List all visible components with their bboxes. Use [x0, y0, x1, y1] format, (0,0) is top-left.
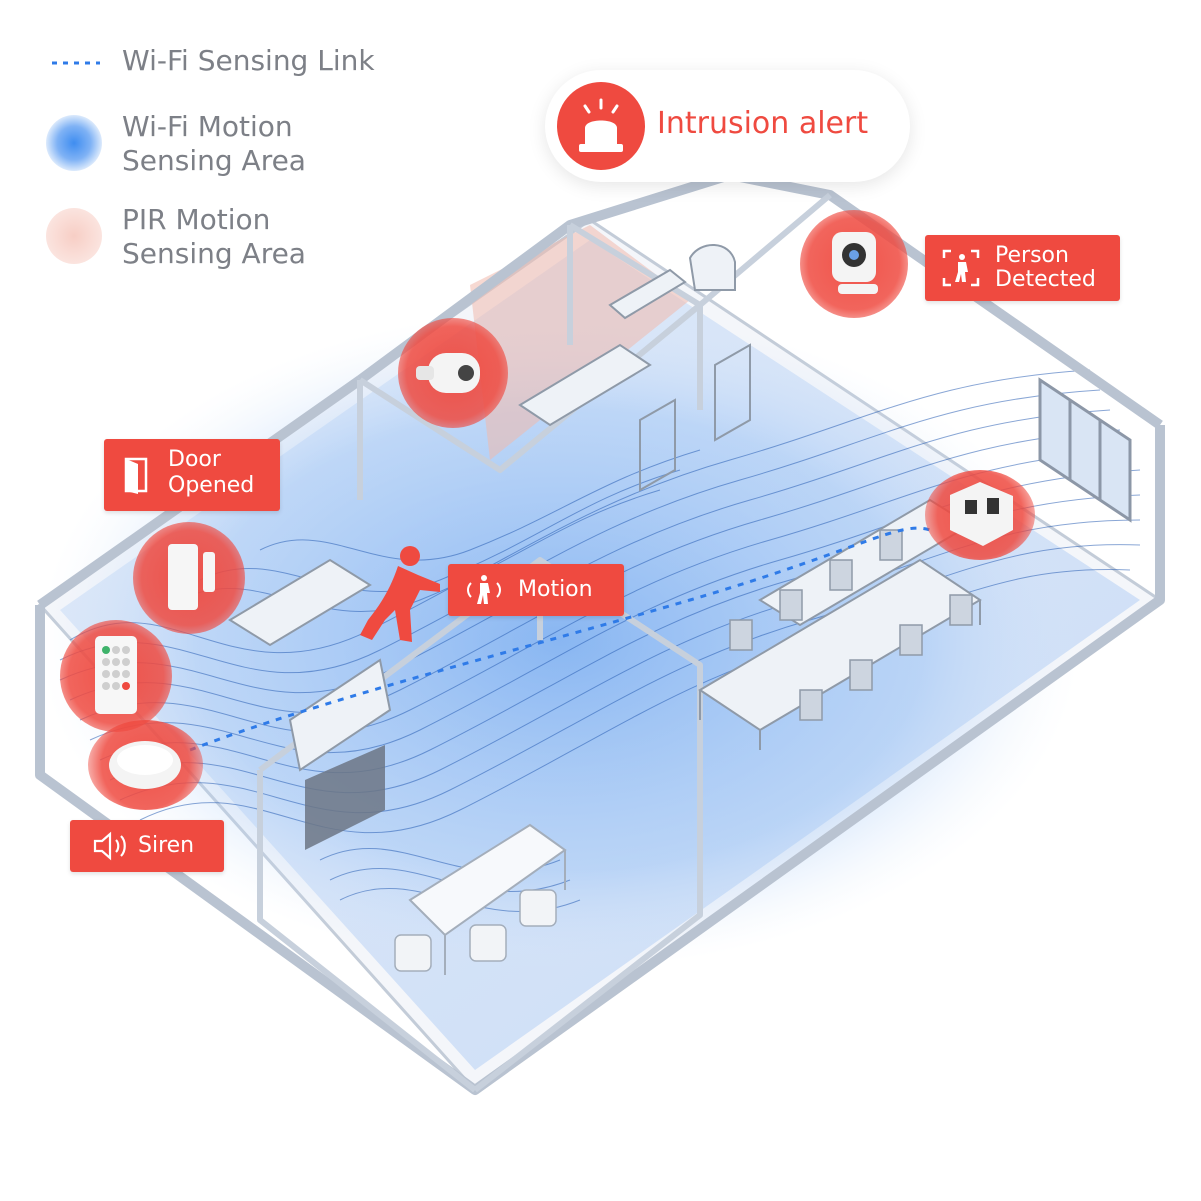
- door-opened-label-1: Door: [168, 447, 221, 472]
- motion-tag: Motion: [448, 564, 624, 616]
- door-icon: [124, 457, 148, 494]
- person-detected-icon: [942, 249, 980, 287]
- legend-pir-area-label-1: PIR Motion: [122, 203, 271, 236]
- camera-icon: [416, 353, 480, 393]
- person-detected-tag: Person Detected: [925, 235, 1120, 301]
- security-camera-icon: [832, 232, 878, 294]
- smart-plug-device: [925, 470, 1035, 560]
- intrusion-alert-label: Intrusion alert: [657, 106, 869, 141]
- person-detected-label-1: Person: [995, 243, 1069, 268]
- keypad-icon: [95, 636, 137, 714]
- legend-wifi-area-label-1: Wi-Fi Motion: [122, 110, 293, 143]
- motion-label: Motion: [518, 577, 593, 602]
- siren-tag: Siren: [70, 820, 224, 872]
- legend-wifi-link-label: Wi-Fi Sensing Link: [122, 44, 375, 77]
- motion-icon: [467, 575, 501, 604]
- siren-icon: [557, 82, 645, 170]
- speaker-icon: [93, 831, 126, 861]
- camera-indoor-device: [398, 318, 508, 428]
- contact-sensor-device: [133, 522, 245, 634]
- legend-pir-area-label-2: Sensing Area: [122, 237, 306, 270]
- door-opened-tag: Door Opened: [104, 439, 280, 511]
- keypad-device: [60, 620, 172, 732]
- door-sensor-icon: [168, 544, 215, 610]
- smart-plug-icon: [950, 482, 1013, 546]
- person-detected-label-2: Detected: [995, 267, 1096, 292]
- pan-tilt-camera-device: [800, 210, 908, 318]
- siren-label: Siren: [138, 833, 195, 858]
- hub-siren-device: [88, 720, 203, 810]
- hub-icon: [109, 741, 181, 789]
- intrusion-alert-banner: Intrusion alert: [545, 70, 910, 182]
- legend-wifi-area-label-2: Sensing Area: [122, 144, 306, 177]
- door-opened-label-2: Opened: [168, 473, 255, 498]
